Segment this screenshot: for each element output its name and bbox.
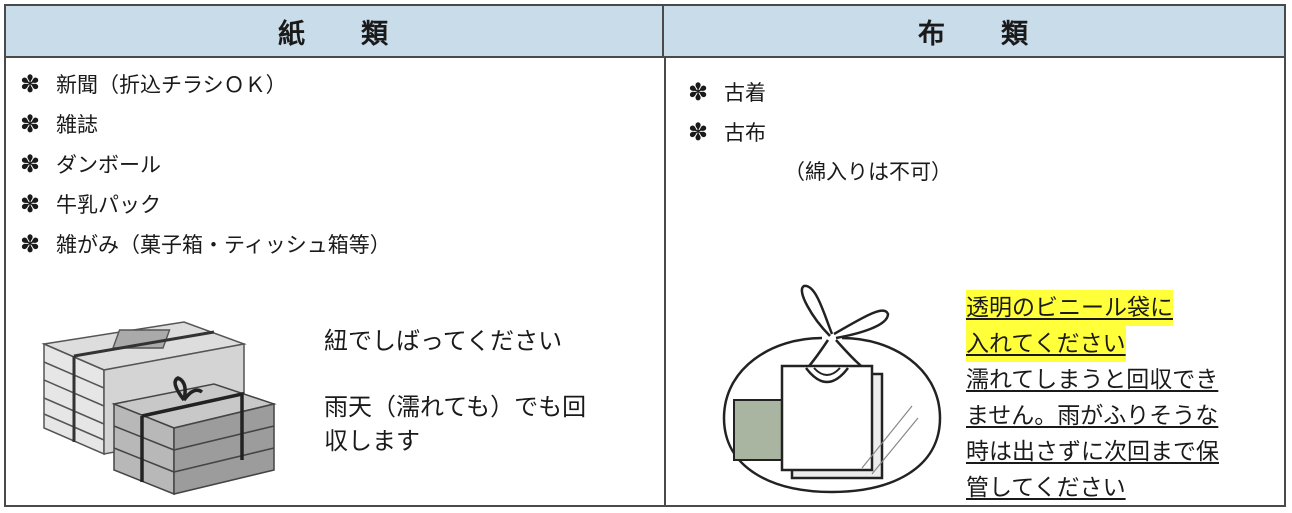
paper-item-label: 牛乳パック: [56, 193, 161, 217]
paper-header: 紙類: [6, 6, 664, 58]
tie-instruction: 紐でしばってください: [324, 327, 563, 355]
cloth-header-char-2: 類: [1001, 18, 1030, 50]
bag-instruction-line: 濡れてしまうと回収でき: [966, 367, 1219, 393]
list-item: ✽ 古布: [688, 112, 766, 152]
newspaper-bundle-icon: [41, 321, 277, 496]
bag-instruction-line: ません。雨がふりそうな: [966, 403, 1219, 429]
bag-instruction-highlighted-line: 透明のビニール袋に: [966, 290, 1173, 326]
asterisk-flower-icon: ✽: [20, 70, 41, 98]
bag-instruction-highlighted-line: 入れてください: [966, 326, 1126, 362]
cloth-note: （綿入りは不可）: [784, 160, 952, 184]
bag-instruction-line: 時は出さずに次回まで保: [966, 439, 1219, 465]
list-item: ✽ 古着: [688, 72, 766, 112]
list-item: ✽ 牛乳パック: [20, 184, 391, 224]
cloth-item-label: 古着: [724, 81, 766, 105]
list-item: ✽ 雑がみ（菓子箱・ティッシュ箱等）: [20, 224, 391, 264]
paper-header-char-1: 紙: [278, 18, 307, 50]
asterisk-flower-icon: ✽: [20, 190, 41, 218]
asterisk-flower-icon: ✽: [20, 110, 41, 138]
column-divider: [664, 58, 666, 507]
list-item: ✽ ダンボール: [20, 144, 391, 184]
cloth-header-char-1: 布: [918, 18, 947, 50]
rain-instruction-line: 雨天（濡れても）でも回: [324, 393, 587, 421]
paper-item-label: 雑がみ（菓子箱・ティッシュ箱等）: [56, 233, 391, 257]
list-item: ✽ 新聞（折込チラシＯＫ）: [20, 64, 391, 104]
bag-instruction: 透明のビニール袋に 入れてください 濡れてしまうと回収でき ません。雨がふりそう…: [966, 290, 1256, 506]
rain-instruction: 雨天（濡れても）でも回 収します: [324, 390, 644, 458]
cloth-item-list: ✽ 古着 ✽ 古布: [688, 72, 766, 152]
asterisk-flower-icon: ✽: [20, 150, 41, 178]
asterisk-flower-icon: ✽: [20, 230, 41, 258]
cloth-header: 布類: [664, 6, 1284, 58]
recycling-table: 紙類 布類 ✽新聞（折込チラシＯＫ） ✽雑誌 ✽ダンボール ✽牛乳パック ✽雑が…: [4, 4, 1286, 507]
bag-instruction-line: 管してください: [966, 475, 1126, 501]
paper-item-label: ダンボール: [56, 153, 161, 177]
list-item: ✽ 雑誌: [20, 104, 391, 144]
paper-item-label: 新聞（折込チラシＯＫ）: [56, 73, 287, 97]
asterisk-flower-icon: ✽: [688, 118, 709, 146]
paper-item-list: ✽ 新聞（折込チラシＯＫ） ✽ 雑誌 ✽ ダンボール ✽ 牛乳パック ✽ 雑がみ（菓子箱・…: [20, 64, 391, 264]
rain-instruction-line: 収します: [324, 427, 420, 455]
clothes-bag-icon: [722, 284, 942, 494]
paper-item-label: 雑誌: [56, 113, 98, 137]
paper-header-char-2: 類: [361, 18, 390, 50]
asterisk-flower-icon: ✽: [688, 78, 709, 106]
cloth-item-label: 古布: [724, 121, 766, 145]
